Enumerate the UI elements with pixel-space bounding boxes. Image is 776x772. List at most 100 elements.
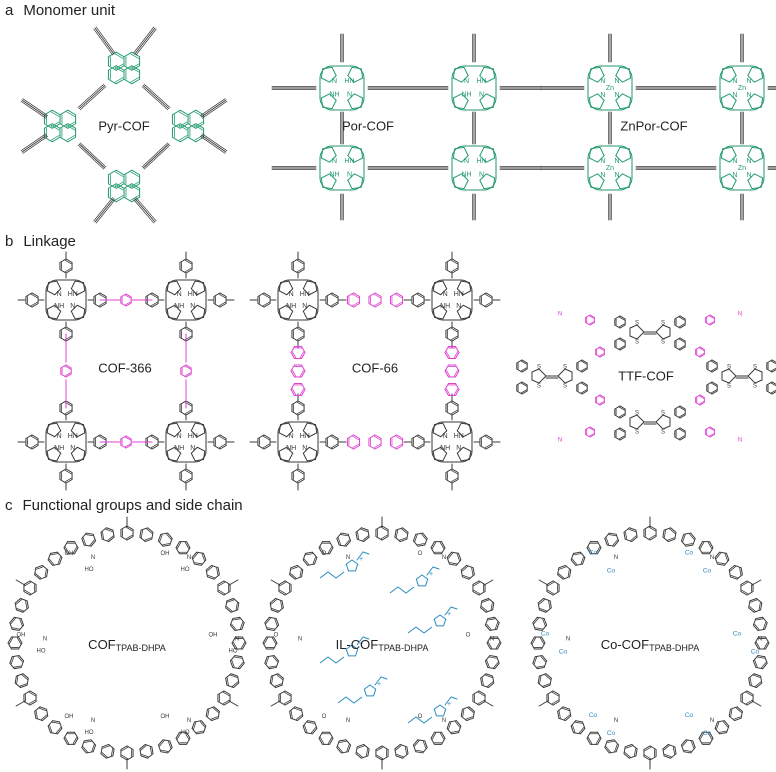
double-bond <box>98 443 106 449</box>
fused-linker-ring <box>389 434 404 450</box>
double-bond <box>167 741 172 749</box>
porphyrin-pyrrole <box>320 173 337 190</box>
double-bond <box>484 293 492 299</box>
cation-charge: + <box>359 556 363 563</box>
double-bond <box>64 372 71 377</box>
double-bond <box>262 435 270 441</box>
double-bond <box>306 721 315 724</box>
tetraphenyl-porphyrin-pyrrole <box>166 304 182 320</box>
terminal-alkyne <box>201 100 228 119</box>
imine-nitrogen: N <box>187 555 191 561</box>
imidazolium-ring <box>345 644 359 657</box>
double-bond <box>265 617 271 625</box>
double-bond <box>178 135 188 141</box>
macrocycle-phenyl <box>264 616 280 632</box>
double-bond <box>416 435 424 441</box>
macrocycle-phenyl <box>532 654 548 670</box>
diyne-link <box>78 143 106 169</box>
tetraphenyl-porphyrin-pyrrole <box>302 304 318 320</box>
terminal-alkyne <box>200 134 227 153</box>
phenyl-ring <box>674 315 686 329</box>
macrocycle-phenyl <box>191 720 207 735</box>
double-bond <box>605 746 611 753</box>
double-bond <box>667 537 675 541</box>
double-bond <box>753 674 761 678</box>
hydroxyl-label: OH <box>17 633 26 639</box>
tetraphenyl-porphyrin-pyrrole <box>190 446 206 462</box>
double-bond <box>494 621 499 630</box>
pyrene-ring <box>123 169 141 189</box>
double-bond <box>184 477 192 483</box>
hn-label: HN <box>300 433 310 440</box>
ether-oxygen: O <box>418 551 423 557</box>
label-cof-366: COF-366 <box>98 360 152 376</box>
double-bond <box>558 710 561 719</box>
double-bond <box>114 185 124 191</box>
double-bond <box>450 327 458 333</box>
macrocycle-phenyl <box>532 616 548 632</box>
double-bond <box>339 740 347 743</box>
double-bond <box>439 542 445 549</box>
tetraphenyl-porphyrin-pyrrole <box>46 446 62 462</box>
double-bond <box>754 659 758 668</box>
double-bond <box>124 301 131 306</box>
double-bond <box>24 581 32 587</box>
macrocycle-phenyl <box>14 597 29 613</box>
porphyrin-pyrrole <box>347 66 364 83</box>
double-bond <box>520 360 527 365</box>
double-bond <box>644 746 652 752</box>
cobalt-label: Co <box>751 649 760 656</box>
tetraphenyl-porphyrin-pyrrole <box>456 446 472 462</box>
diyne-link <box>143 144 171 170</box>
double-bond <box>216 567 219 576</box>
double-bond <box>678 316 685 321</box>
dithiole-ring <box>531 368 547 384</box>
sulfur-label: S <box>661 430 665 436</box>
double-bond <box>544 674 551 680</box>
double-bond <box>262 443 270 449</box>
double-bond <box>274 683 282 687</box>
double-bond <box>19 683 27 687</box>
double-bond <box>16 637 22 645</box>
vinyl-group <box>450 696 458 700</box>
macrocycle-phenyl <box>480 673 495 689</box>
methyl-group <box>538 700 549 707</box>
double-bond <box>50 125 60 131</box>
double-bond <box>520 367 527 372</box>
diamine-ring <box>585 426 595 438</box>
nitrogen-label: N <box>302 303 307 310</box>
zn-porphyrin-pyrrole <box>615 173 632 190</box>
double-bond <box>101 752 108 758</box>
double-bond <box>82 537 87 545</box>
macrocycle-phenyl <box>537 597 552 613</box>
terminal-alkyne <box>134 27 156 55</box>
dithiole-ring <box>629 324 645 340</box>
hn-label: HN <box>300 291 310 298</box>
terminal-alkyne <box>133 26 155 54</box>
double-bond <box>730 574 738 579</box>
double-bond <box>395 301 403 307</box>
dithiole-ring <box>721 368 737 384</box>
double-bond <box>30 301 38 307</box>
double-bond <box>294 707 302 712</box>
double-bond <box>231 623 237 630</box>
double-bond <box>184 542 190 549</box>
double-bond <box>749 606 756 612</box>
double-bond <box>12 627 20 630</box>
double-bond <box>618 406 625 411</box>
double-bond <box>750 599 758 603</box>
double-bond <box>415 749 424 752</box>
macrocycle-phenyl <box>318 731 334 745</box>
panel-c-heading: Functional groups and side chain <box>22 497 243 514</box>
double-bond <box>678 428 685 433</box>
dithiole-ring <box>557 368 573 384</box>
double-bond <box>206 566 213 572</box>
macrocycle-phenyl <box>269 673 284 689</box>
nitrogen-label: N <box>332 158 337 165</box>
terephthalaldehyde-ring <box>120 435 132 449</box>
double-bond <box>618 345 625 350</box>
double-bond <box>64 737 70 744</box>
double-bond <box>462 574 470 579</box>
double-bond <box>618 316 625 321</box>
